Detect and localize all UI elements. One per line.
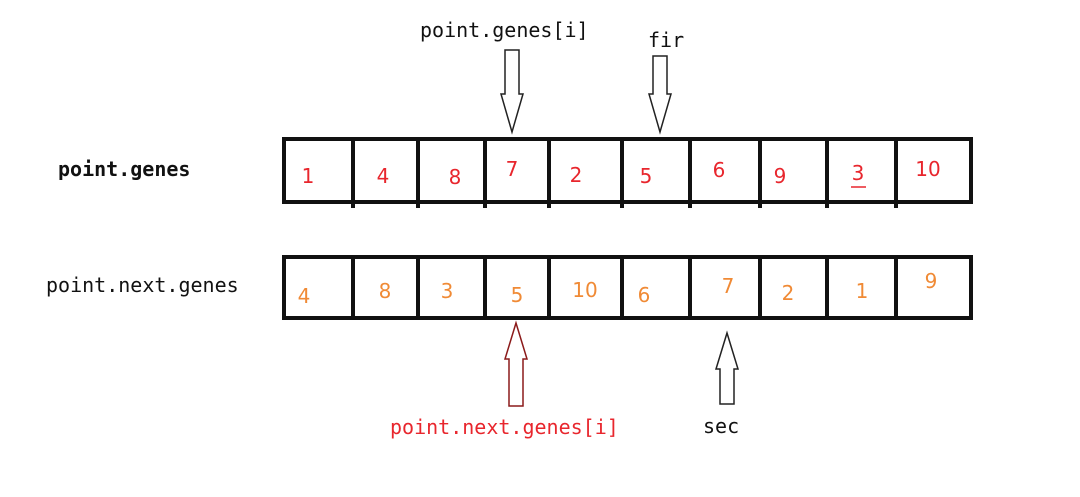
array-row-2-cell-value: 10 [572, 278, 597, 302]
array-row-1-cell-value: 10 [915, 157, 940, 181]
array-row-2-cell-value: 3 [441, 279, 454, 303]
array-row-2-cell-value: 8 [379, 279, 392, 303]
arrow-sec [714, 330, 740, 405]
array-row-1-frame [282, 137, 973, 204]
arrow-fir [648, 55, 672, 135]
array-row-2-cell-value: 7 [722, 274, 735, 298]
array-row-1-cell-value: 3 [852, 161, 865, 185]
array-row-1-cell-value: 9 [774, 164, 787, 188]
array-row-1-cell-value: 1 [302, 164, 315, 188]
arrow-next-genes-i [503, 320, 529, 407]
array-row-2-cell-value: 5 [511, 283, 524, 307]
array-row-2-cell-value: 6 [638, 283, 651, 307]
array-row-2-frame [282, 255, 973, 320]
pointer-label-fir: fir [648, 28, 685, 52]
arrow-genes-i [500, 49, 524, 135]
row-label-genes: point.genes [58, 157, 191, 181]
pointer-label-genes-i: point.genes[i] [420, 18, 589, 42]
array-row-1-cell-value: 6 [713, 158, 726, 182]
array-row-2-cell-value: 2 [782, 281, 795, 305]
array-row-2-cell-value: 1 [856, 279, 869, 303]
pointer-label-next-genes-i: point.next.genes[i] [390, 415, 619, 439]
array-row-1-cell-value: 2 [570, 163, 583, 187]
array-row-1-cell-value: 4 [377, 164, 390, 188]
array-row-2-cell-value: 9 [925, 269, 938, 293]
array-row-1-cell-value: 7 [506, 157, 519, 181]
pointer-label-sec: sec [703, 414, 740, 438]
array-row-2-cell-value: 4 [298, 284, 311, 308]
array-row-1-cell-value: 5 [640, 164, 653, 188]
array-row-1-cell-value: 8 [449, 165, 462, 189]
row-label-next-genes: point.next.genes [46, 273, 239, 297]
